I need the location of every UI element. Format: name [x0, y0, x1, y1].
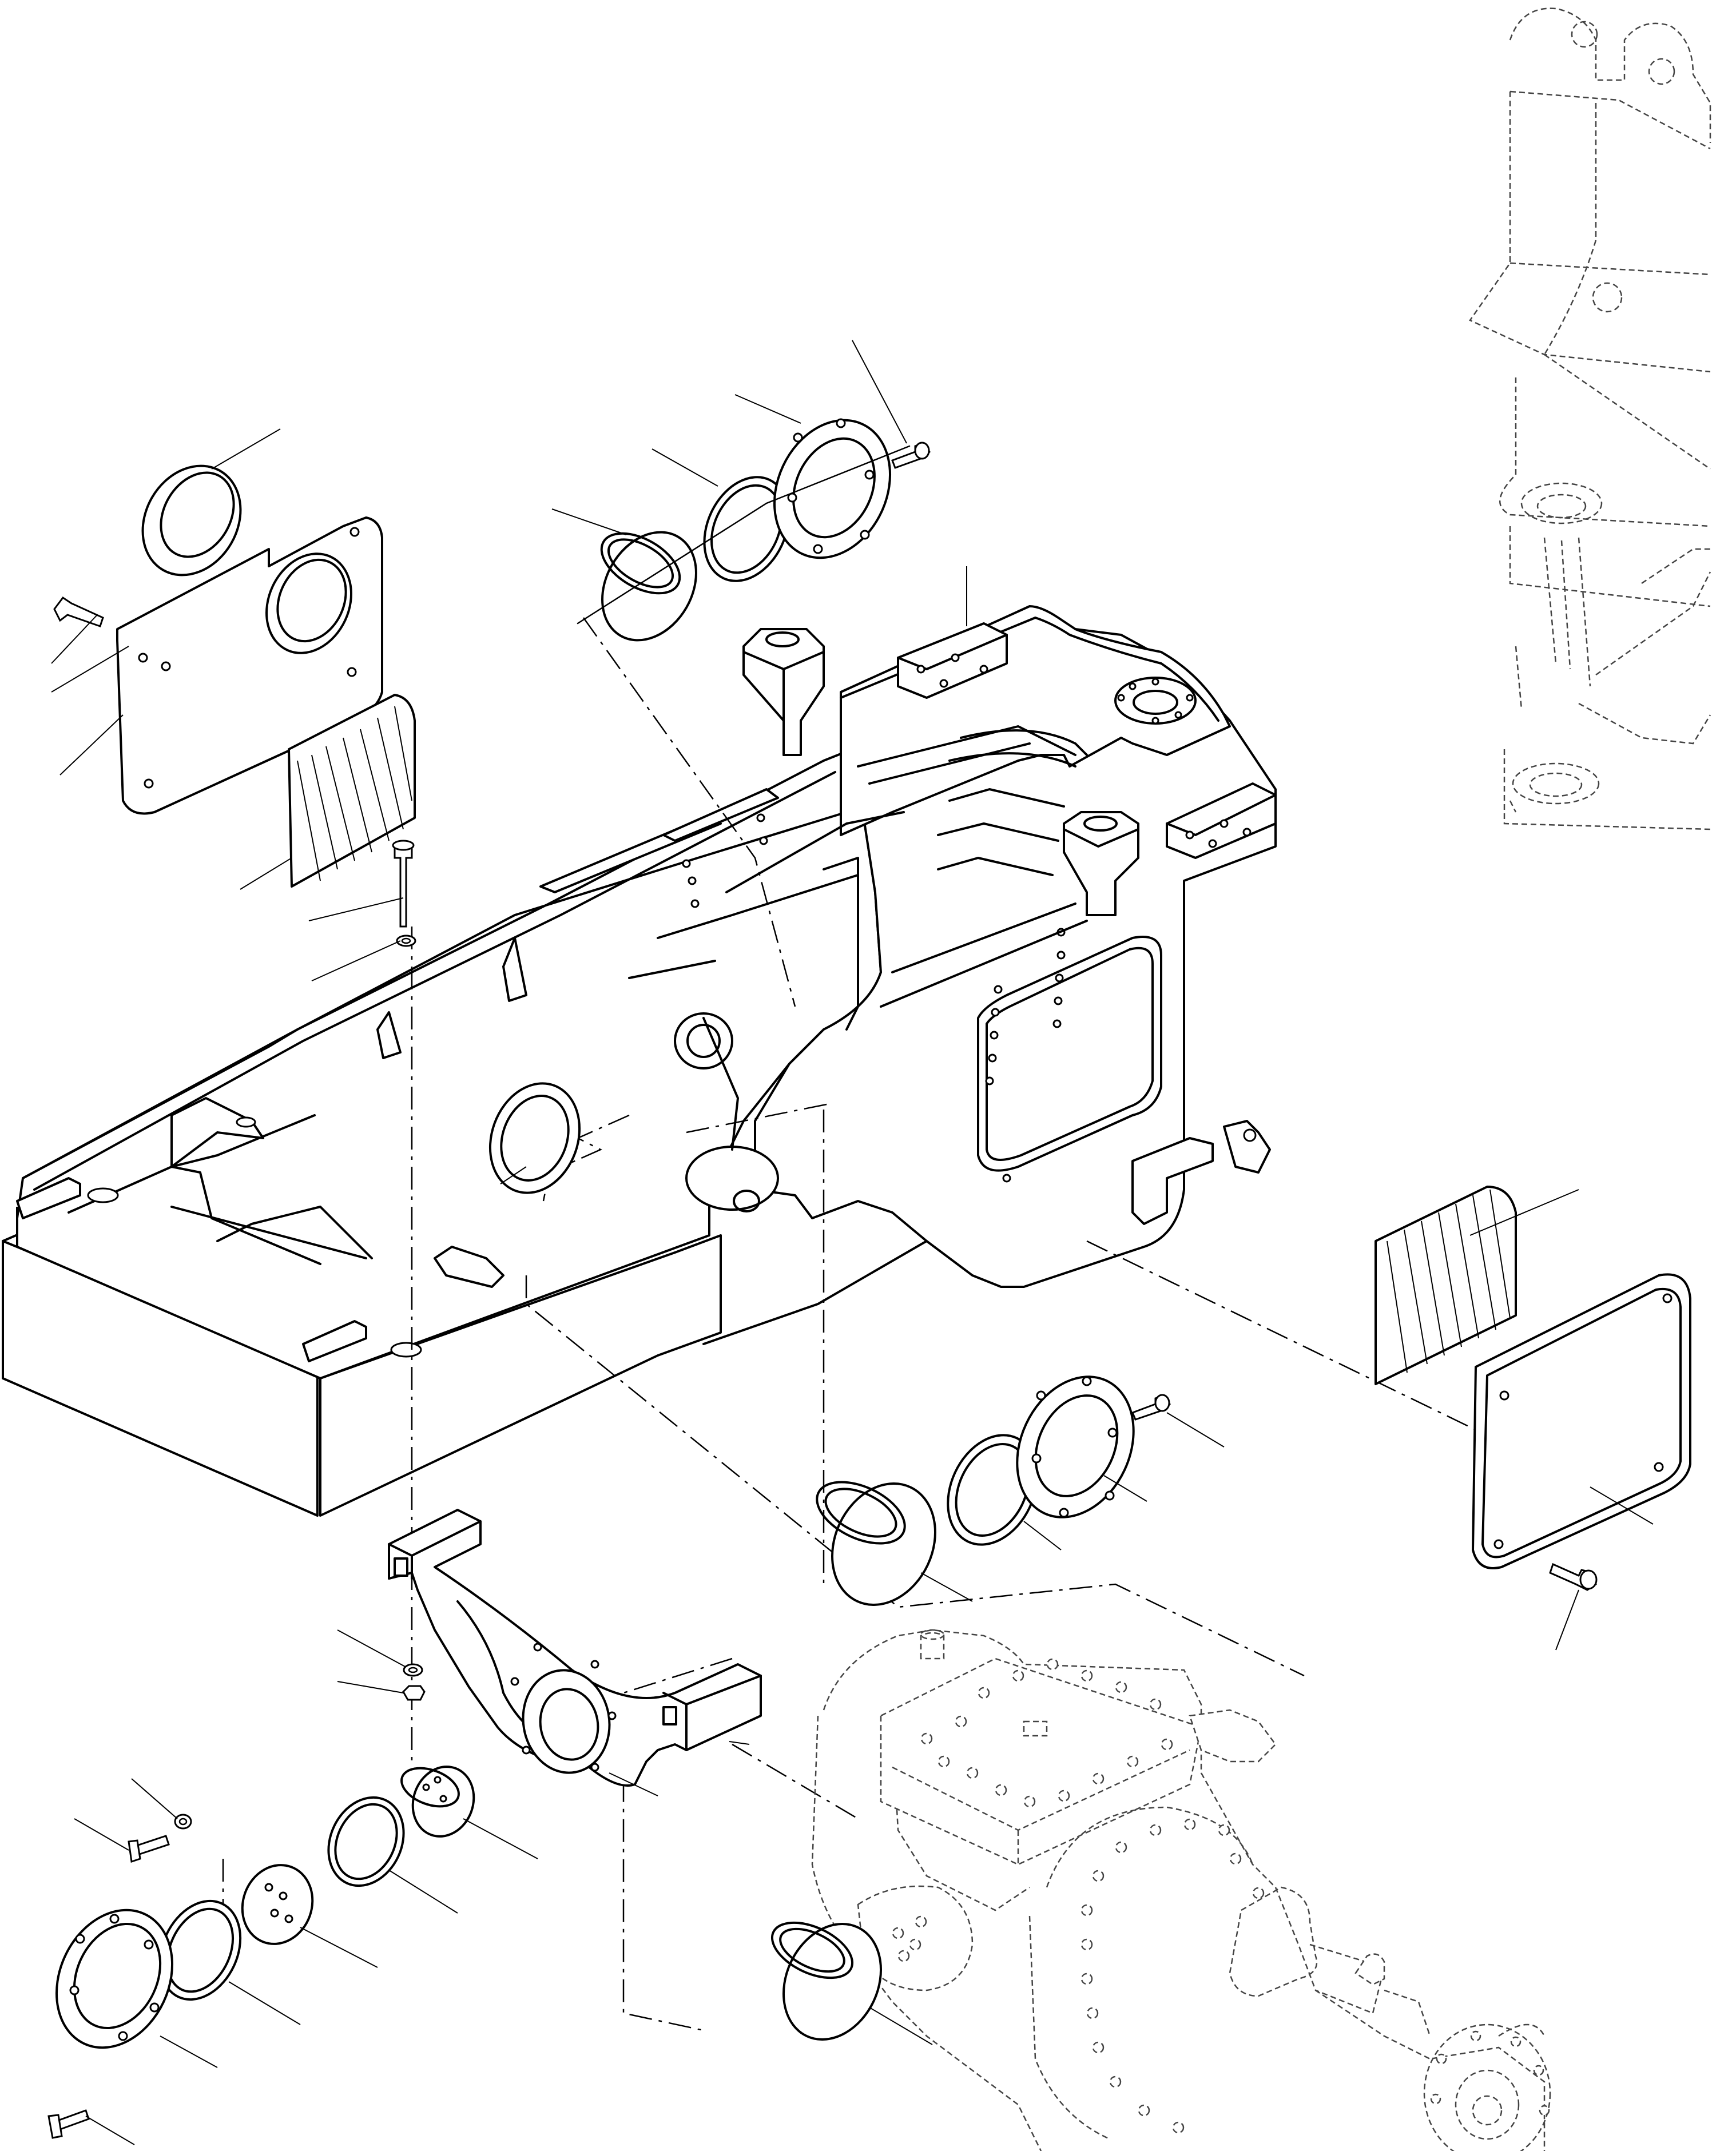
bolt [47, 1835, 170, 2139]
pivot-bracket [388, 1509, 762, 1787]
end-cap [55, 1909, 174, 2049]
bolt [891, 442, 931, 469]
nut [402, 1685, 426, 1701]
seal-ring [141, 464, 242, 576]
cover-plate-left [116, 516, 383, 815]
main-frame [2, 605, 1277, 1517]
washer [396, 935, 416, 947]
bushing [600, 531, 697, 642]
bushing [770, 1921, 883, 2041]
seal-ring [327, 1796, 405, 1887]
retainer-flange [773, 418, 892, 559]
bushing [488, 1082, 581, 1194]
washer [403, 1663, 423, 1677]
cover-plate-right [1472, 1273, 1691, 1569]
shim-pad-right [1375, 1186, 1517, 1385]
seal-ring [947, 1434, 1038, 1546]
callout-leaders [51, 340, 1654, 2145]
loader-arm [1469, 7, 1711, 830]
bolt [1549, 1562, 1598, 1591]
bushing [400, 1766, 475, 1838]
retainer-flange [1016, 1375, 1135, 1518]
bolt [53, 596, 415, 928]
bolt [1131, 1394, 1171, 1421]
rear-axle-housing [811, 1629, 1551, 2151]
washer [174, 1814, 192, 1830]
bushing [816, 1481, 936, 1606]
retainer-flange [241, 1864, 314, 1945]
shim-pad-left [288, 694, 416, 888]
